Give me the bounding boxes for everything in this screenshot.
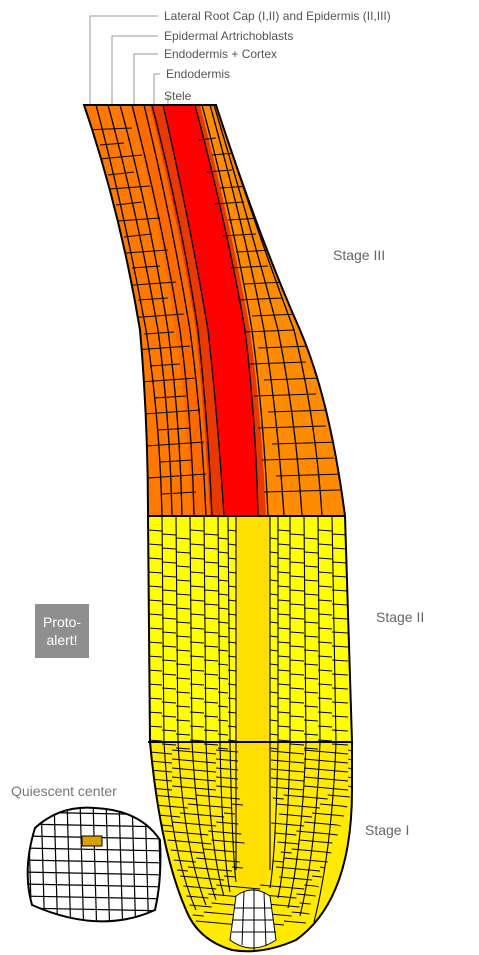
stage-one-label: Stage I [365, 822, 409, 838]
root-tip-cells [230, 888, 276, 950]
stage-three-zone [80, 100, 360, 520]
stage-two-one-zone [140, 510, 360, 955]
quiescent-center-cell [82, 836, 102, 846]
label-stele: Stele [164, 89, 191, 103]
quiescent-center-diagram [20, 800, 170, 940]
stage-two-label: Stage II [376, 609, 424, 625]
label-epidermal-atrichoblasts: Epidermal Artrichoblasts [164, 29, 293, 43]
quiescent-center-label: Quiescent center [11, 783, 117, 799]
label-endodermis-cortex: Endodermis + Cortex [164, 47, 277, 61]
label-leader-lines [90, 16, 168, 104]
proto-alert-line2: alert! [35, 631, 89, 649]
proto-alert-line1: Proto- [35, 613, 89, 631]
label-endodermis: Endodermis [166, 67, 230, 81]
proto-alert-button[interactable]: Proto- alert! [35, 604, 89, 658]
stage-three-label: Stage III [333, 247, 385, 263]
label-lateral-root-cap: Lateral Root Cap (I,II) and Epidermis (I… [164, 9, 391, 23]
